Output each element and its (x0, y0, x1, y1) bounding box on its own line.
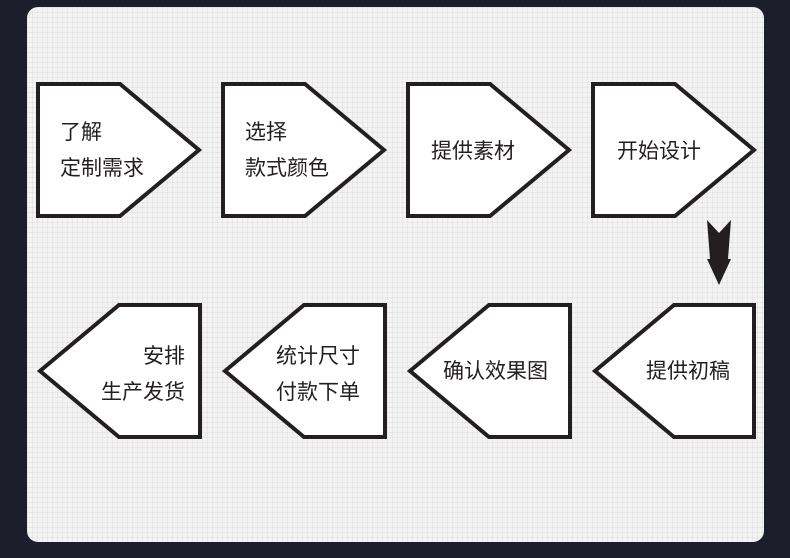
step-1-line-2: 定制需求 (60, 156, 144, 180)
step-7-line-1: 统计尺寸 (276, 344, 360, 368)
step-6-line-1: 确认效果图 (443, 359, 548, 383)
step-2-line-2: 款式颜色 (245, 156, 329, 180)
step-4-line-1: 开始设计 (617, 139, 701, 163)
step-8: 安排 生产发货 (36, 303, 202, 439)
step-2-shape (221, 82, 388, 218)
step-5-shape (591, 303, 756, 439)
step-6-shape (406, 303, 572, 439)
step-5-line-1: 提供初稿 (646, 359, 730, 383)
step-4: 开始设计 (591, 82, 758, 218)
step-7-line-2: 付款下单 (276, 380, 360, 404)
step-3-shape (406, 82, 573, 218)
step-4-shape (591, 82, 758, 218)
step-1-shape (36, 82, 203, 218)
step-1-line-1: 了解 (60, 120, 102, 144)
step-3: 提供素材 (406, 82, 573, 218)
step-8-line-2: 生产发货 (101, 380, 185, 404)
step-2-line-1: 选择 (245, 120, 287, 144)
step-7-shape (221, 303, 387, 439)
step-3-line-1: 提供素材 (431, 139, 515, 163)
step-6: 确认效果图 (406, 303, 572, 439)
step-1: 了解 定制需求 (36, 82, 203, 218)
step-5: 提供初稿 (591, 303, 756, 439)
step-2: 选择 款式颜色 (221, 82, 388, 218)
step-7: 统计尺寸 付款下单 (221, 303, 387, 439)
step-8-shape (36, 303, 202, 439)
step-8-line-1: 安排 (143, 344, 185, 368)
down-arrow-icon (707, 220, 731, 285)
